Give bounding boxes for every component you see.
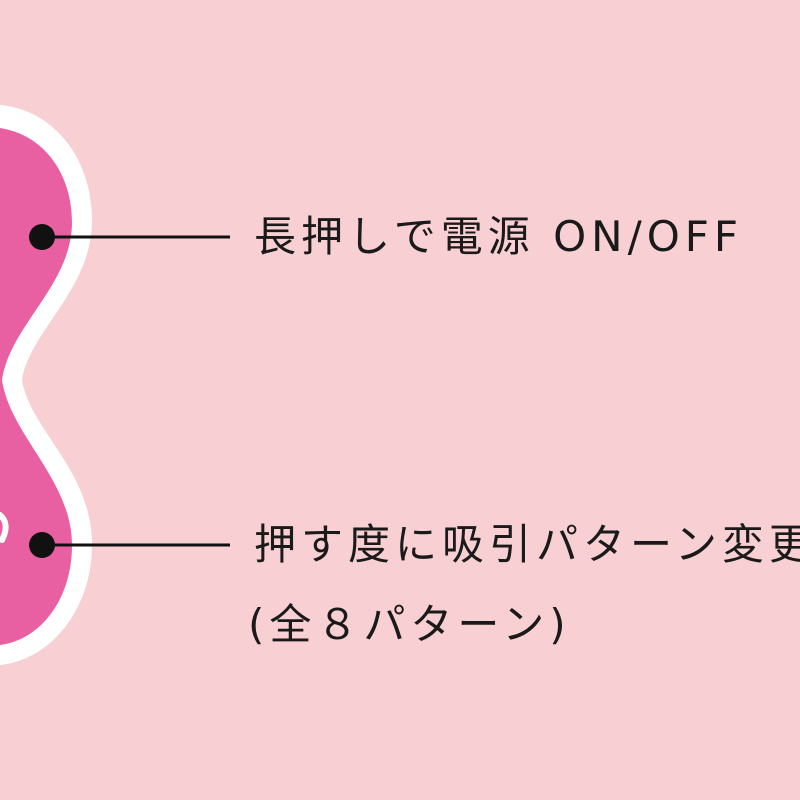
mode-callout-sublabel: (全８パターン) xyxy=(248,600,571,649)
device-body xyxy=(0,128,72,645)
power-callout-label: 長押しで電源 ON/OFF xyxy=(254,212,744,261)
device-highlight xyxy=(0,512,9,543)
mode-button-dot[interactable] xyxy=(29,532,55,558)
power-button-dot[interactable] xyxy=(29,224,55,250)
mode-callout-label: 押す度に吸引パターン変更 xyxy=(254,520,800,569)
mode-button-callout xyxy=(29,532,230,558)
power-button-callout xyxy=(29,224,230,250)
